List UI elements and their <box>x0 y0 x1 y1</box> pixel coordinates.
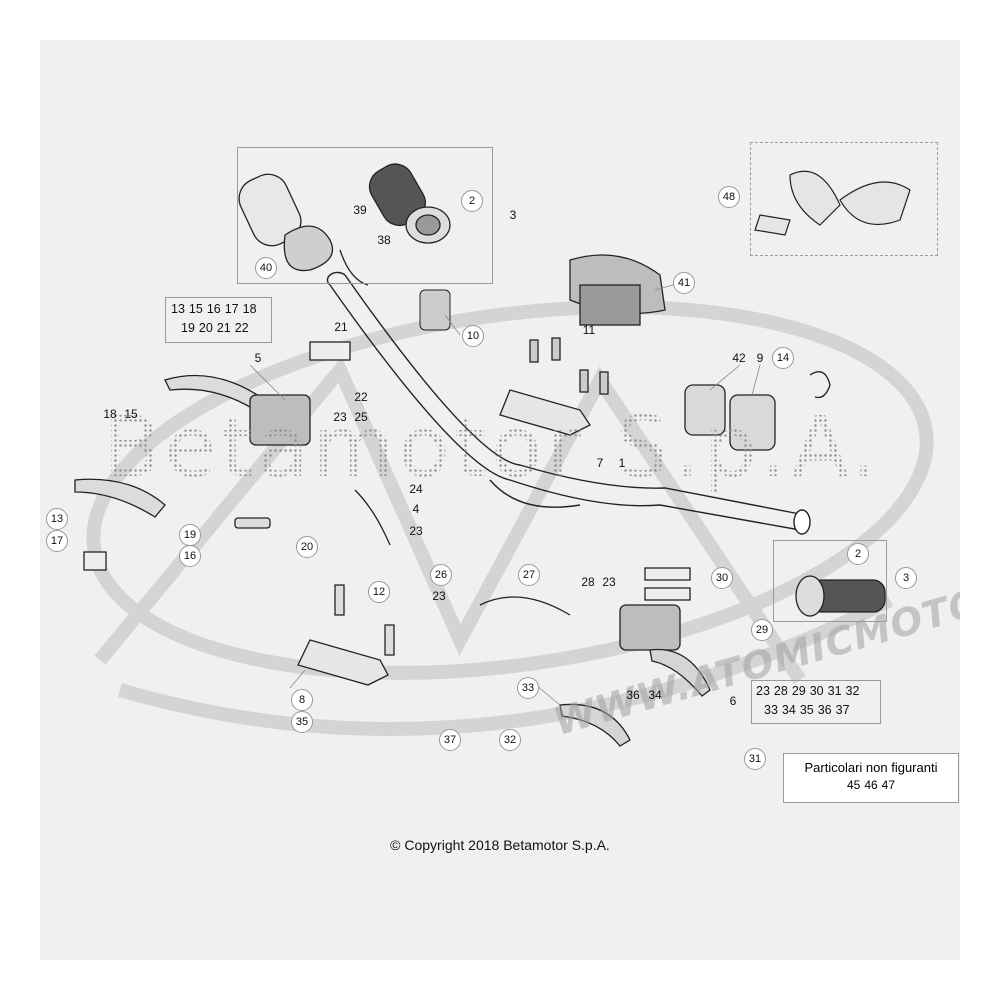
callout-label: 36 <box>626 688 640 702</box>
note-numbers: 45 46 47 <box>784 778 958 792</box>
part-number: 46 <box>864 778 878 792</box>
part-number: 16 <box>206 302 221 316</box>
part-number: 19 <box>181 321 195 335</box>
callout-label: 3 <box>895 567 917 589</box>
part-number: 33 <box>764 703 778 717</box>
callout-label: 37 <box>439 729 461 751</box>
handguards <box>754 170 911 236</box>
callout-label: 8 <box>291 689 313 711</box>
callout-label: 17 <box>46 530 68 552</box>
callout-label: 23 <box>602 575 616 589</box>
switch-part <box>419 289 451 331</box>
callout-label: 3 <box>509 208 517 222</box>
instrument-display <box>569 254 666 326</box>
callout-label: 41 <box>673 272 695 294</box>
callout-label: 33 <box>517 677 539 699</box>
left-parts-group-box <box>165 297 272 343</box>
part-number: 30 <box>809 684 824 698</box>
callout-label: 2 <box>847 543 869 565</box>
callout-label: 14 <box>772 347 794 369</box>
callout-label: 1 <box>618 456 626 470</box>
callout-label: 13 <box>46 508 68 530</box>
right-parts-row1: 23 28 29 30 31 32 <box>756 684 859 698</box>
callout-label: 19 <box>179 524 201 546</box>
callout-label: 20 <box>296 536 318 558</box>
part-number: 22 <box>234 321 249 335</box>
callout-label: 32 <box>499 729 521 751</box>
callout-label: 34 <box>648 688 662 702</box>
handguard-detail-box <box>750 142 938 256</box>
part-number: 13 <box>171 302 185 316</box>
callout-label: 23 <box>409 524 423 538</box>
part-number: 23 <box>756 684 770 698</box>
callout-label: 40 <box>255 257 277 279</box>
grip-detail-box <box>237 147 493 284</box>
callout-label: 42 <box>732 351 746 365</box>
callout-label: 9 <box>756 351 764 365</box>
part-number: 45 <box>846 778 861 792</box>
brake-lever-assembly <box>479 567 711 747</box>
right-parts-group-box <box>751 680 881 724</box>
not-shown-parts-note: Particolari non figuranti 45 46 47 <box>783 753 959 803</box>
callout-label: 26 <box>430 564 452 586</box>
callout-label: 15 <box>124 407 138 421</box>
handlebar <box>326 271 811 535</box>
callout-label: 25 <box>354 410 368 424</box>
part-number: 35 <box>799 703 814 717</box>
callout-label: 7 <box>596 456 604 470</box>
part-number: 21 <box>216 321 231 335</box>
callout-label: 30 <box>711 567 733 589</box>
callout-label: 27 <box>518 564 540 586</box>
callout-label: 5 <box>254 351 262 365</box>
handlebar-clamps <box>297 337 609 686</box>
right-parts-row2: 33 34 35 36 37 <box>764 703 850 717</box>
right-grip <box>795 575 886 617</box>
callout-label: 12 <box>368 581 390 603</box>
part-number: 29 <box>791 684 806 698</box>
exploded-parts-drawing <box>74 163 934 747</box>
part-number: 15 <box>188 302 203 316</box>
handlebar-switches <box>684 371 831 451</box>
part-number: 20 <box>198 321 213 335</box>
part-number: 47 <box>881 778 896 792</box>
part-number: 32 <box>845 684 860 698</box>
callout-label: 31 <box>744 748 766 770</box>
callout-label: 6 <box>729 694 737 708</box>
throttle-grip-assembly <box>238 163 451 286</box>
copyright-text: © Copyright 2018 Betamotor S.p.A. <box>390 837 610 853</box>
callout-label: 39 <box>353 203 367 217</box>
callout-label: 4 <box>412 502 420 516</box>
callout-label: 21 <box>334 320 348 334</box>
callout-label: 2 <box>461 190 483 212</box>
part-number: 17 <box>224 302 239 316</box>
part-number: 28 <box>773 684 788 698</box>
callout-label: 28 <box>581 575 595 589</box>
callout-label: 18 <box>103 407 117 421</box>
callout-label: 23 <box>432 589 446 603</box>
background-logo-swoosh <box>86 300 934 737</box>
callout-label: 10 <box>462 325 484 347</box>
part-number: 37 <box>835 703 850 717</box>
part-number: 18 <box>242 302 257 316</box>
note-title: Particolari non figuranti <box>804 760 938 775</box>
callout-label: 16 <box>179 545 201 567</box>
callout-label: 24 <box>409 482 423 496</box>
callout-label: 23 <box>333 410 347 424</box>
left-parts-row2: 19 20 21 22 <box>181 321 249 335</box>
part-number: 36 <box>817 703 832 717</box>
left-parts-row1: 13 15 16 17 18 <box>171 302 257 316</box>
callout-label: 29 <box>751 619 773 641</box>
part-number: 34 <box>781 703 796 717</box>
right-grip-box <box>773 540 887 622</box>
callout-label: 48 <box>718 186 740 208</box>
betamotor-watermark: Betamotor S.p.A. <box>103 398 883 496</box>
callout-label: 11 <box>582 323 596 337</box>
callout-label: 38 <box>377 233 391 247</box>
part-number: 31 <box>827 684 842 698</box>
callout-label: 35 <box>291 711 313 733</box>
callout-label: 22 <box>354 390 368 404</box>
diagram-canvas: Betamotor S.p.A. WWW.ATOMICMOTO.FR 13 15… <box>40 40 960 960</box>
clutch-lever-assembly <box>74 341 391 571</box>
